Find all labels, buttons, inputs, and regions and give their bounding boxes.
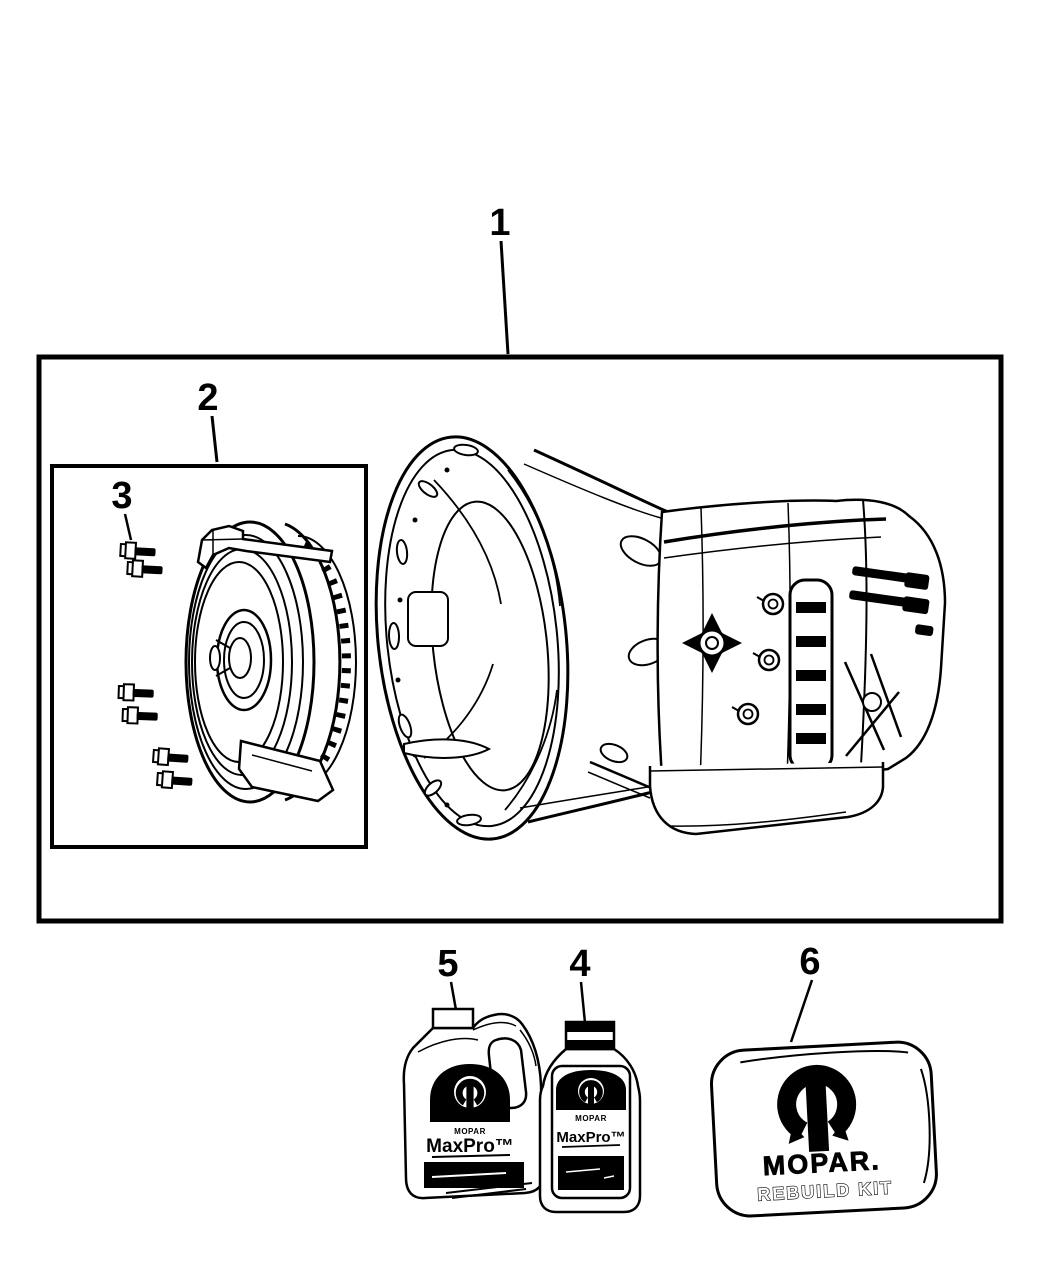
bolt-icon [119,541,156,560]
ring-gear-teeth [302,541,351,783]
callout-2: 2 [197,377,219,463]
callout-6-leader-line [789,979,814,1043]
mopar-m-logo-icon [777,1064,857,1152]
quart-bottle-drawing: MOPAR MaxPro™ [538,1020,642,1214]
callout-3-leader-line [123,513,133,541]
cross-boss [682,613,742,673]
callout-4-leader-line [579,981,587,1024]
mopar-m-logo-icon [579,1080,603,1106]
bolt-icon [126,559,163,578]
callout-2-leader-line [210,415,219,463]
bottle-label-bottom-band [558,1156,624,1190]
callout-1: 1 [489,202,511,355]
rear-studs [849,566,934,637]
converter-bolts [117,541,193,790]
oil-pan [648,762,885,836]
gallon-jug-drawing: MOPAR MaxPro™ [402,1007,545,1200]
bottle-label: MOPAR MaxPro™ [550,1064,632,1200]
jug-product-name: MaxPro™ [426,1136,514,1157]
mopar-m-logo-icon [455,1078,485,1110]
callout-1-label: 1 [489,202,510,244]
jug-base-ridges [445,1182,533,1199]
rebuild-kit-drawing: MOPAR. REBUILD KIT [709,1040,938,1218]
callout-3-label: 3 [111,475,132,517]
callout-4-label: 4 [569,943,590,985]
bottle-cap [564,1020,616,1051]
bottle-product-name: MaxPro™ [556,1129,625,1146]
ribbed-bracket [788,578,834,772]
rear-mount-brace [843,653,903,757]
bolt-icon [117,683,154,702]
bolt-icon [155,770,193,790]
case-bosses [731,592,785,726]
shipping-bracket-top [196,524,334,570]
callout-5-label: 5 [437,943,458,985]
shipping-bracket-bottom [237,739,335,803]
bolt-icon [121,706,158,725]
callout-4: 4 [569,943,591,1024]
jug-cap [431,1007,475,1030]
bottle-brand-text: MOPAR [575,1114,607,1123]
callout-5: 5 [437,943,459,1011]
callout-2-label: 2 [197,377,218,419]
converter-hub [209,608,273,712]
jug-label: MOPAR MaxPro™ [424,1064,533,1199]
main-case [648,498,947,836]
bell-housing [374,435,570,841]
callout-3: 3 [111,475,133,541]
bottle-label-outline [550,1064,632,1200]
callout-5-leader-line [449,981,458,1011]
transmission-drawing [374,435,947,841]
rebuild-kit-brand: MOPAR. [762,1145,881,1181]
torque-converter-drawing [184,520,357,804]
jug-brand-text: MOPAR [454,1127,486,1136]
callout-6: 6 [789,941,821,1043]
callout-6-label: 6 [799,941,820,983]
bolt-icon [151,747,189,767]
callout-1-leader-line [499,240,510,355]
